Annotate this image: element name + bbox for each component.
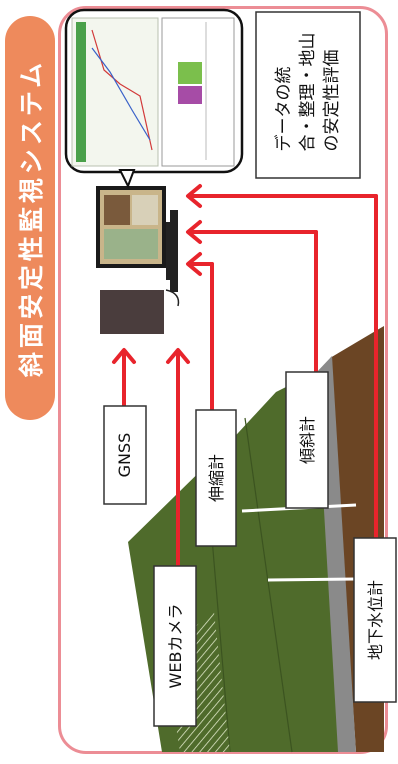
web-camera-box — [153, 565, 197, 727]
arrow-heads — [112, 184, 202, 364]
groundwater-gauge-label: 地下水位計 — [366, 580, 385, 660]
evaluation-callout — [255, 11, 361, 179]
evaluation-callout-text: データの統 合・整理・地山 の安定性評価 — [272, 33, 344, 152]
bubble-pointer — [118, 169, 136, 189]
inclinometer-label: 傾斜計 — [298, 416, 317, 464]
system-frame — [58, 6, 388, 754]
computer-tower — [100, 290, 164, 334]
monitor-panel-1 — [104, 195, 130, 225]
preview-table-highlight-2 — [178, 86, 202, 104]
arrowhead-extensometer — [186, 252, 202, 276]
web-camera-label: WEBカメラ — [166, 604, 185, 689]
monitor-cable — [165, 289, 180, 307]
arrowhead-gnss — [112, 348, 136, 364]
groundwater-gauge-box — [353, 537, 397, 703]
monitor-panel-2 — [132, 195, 158, 225]
preview-table-highlight-1 — [178, 62, 202, 84]
preview-green-bar — [76, 22, 86, 162]
callout-line-2: 合・整理・地山 — [298, 32, 318, 152]
title-tab — [5, 16, 55, 420]
preview-plot-line-2 — [91, 47, 151, 141]
arrowhead-camera — [166, 348, 190, 364]
monitor-panel-3 — [104, 229, 158, 259]
gnss-label: GNSS — [115, 433, 134, 478]
callout-line-3: の安定性評価 — [322, 49, 342, 152]
preview-graph-panel — [71, 17, 159, 167]
preview-plot-line-1 — [91, 29, 153, 151]
sensor-bar-2 — [267, 577, 357, 582]
inclinometer-box — [285, 371, 329, 509]
monitor-base — [170, 210, 178, 292]
arrowhead-inclinometer — [186, 220, 202, 244]
gnss-box — [103, 405, 147, 505]
data-flow-arrows — [122, 194, 378, 570]
callout-line-1: データの統 — [274, 66, 294, 152]
extensometer-label: 伸縮計 — [207, 454, 226, 502]
slope-crease-1 — [244, 417, 293, 753]
arrowhead-groundwater — [186, 184, 202, 208]
extensometer-box — [195, 409, 237, 547]
